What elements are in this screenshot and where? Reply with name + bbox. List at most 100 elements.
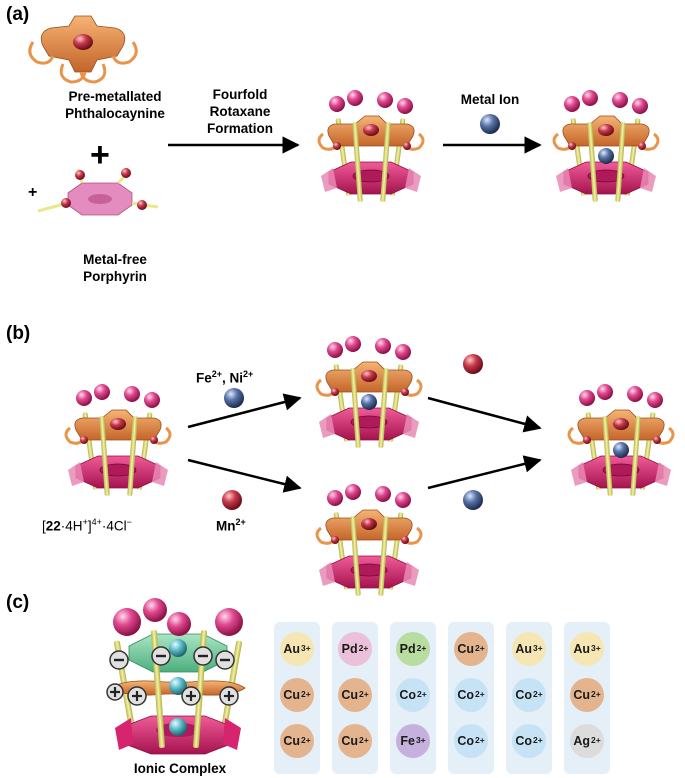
ion-element: Au [573, 642, 590, 656]
porphyrin-label-line2: Porphyrin [83, 269, 147, 284]
ion-charge: 2+ [416, 689, 427, 699]
ion-charge: 2+ [358, 689, 369, 699]
sc-sup1: + [82, 517, 88, 527]
rotaxane-a-product [552, 88, 660, 204]
ion-charge: 2+ [300, 735, 311, 745]
sc-sup2: 4+ [91, 517, 102, 527]
arrow-b-lower-left [187, 458, 302, 493]
ion-element: Co [457, 688, 474, 702]
ion-ball-fe-ni [224, 388, 244, 408]
rotaxane-b-lower [315, 482, 423, 598]
ion-charge: 2+ [474, 735, 485, 745]
sc-number: 22 [45, 518, 61, 534]
rotaxane-a-product-ion [598, 148, 614, 164]
mn-charge: 2+ [235, 517, 246, 527]
start-compound-label: [22·4H+]4+·4Cl− [42, 514, 132, 535]
ion-charge: 2+ [358, 735, 369, 745]
metal-ion-ball-a [480, 114, 500, 134]
arrow-b-lower-right [427, 455, 542, 490]
ion-charge: 3+ [300, 643, 311, 653]
ion-charge: 2+ [532, 735, 543, 745]
ionic-complex-label: Ionic Complex [133, 761, 227, 776]
ion-charge: 2+ [474, 689, 485, 699]
ion-charge: 2+ [532, 689, 543, 699]
rotaxane-formation-line1: Fourfold [212, 87, 268, 102]
fe-ni-label: Fe2+, Ni2+ [196, 366, 253, 387]
ion-charge: 2+ [300, 689, 311, 699]
ion-charge: 3+ [415, 735, 426, 745]
ion-element: Au [515, 642, 532, 656]
sc-post: ·4Cl [101, 518, 127, 534]
rotaxane-formation-line3: Formation [207, 121, 273, 136]
ion-element: Cu [341, 688, 358, 702]
ion-charge: 2+ [590, 735, 601, 745]
ni-text: , Ni [222, 370, 244, 386]
rotaxane-formation-label: Fourfold Rotaxane Formation [180, 86, 300, 137]
fe-charge: 2+ [211, 369, 223, 379]
panel-label-b: (b) [6, 323, 31, 344]
rotaxane-b-upper [315, 334, 423, 450]
phthalocyanine-label: Pre-metallated Phthalocaynine [40, 88, 190, 122]
ion-charge: 2+ [358, 643, 369, 653]
sc-bracket: [ [42, 518, 46, 534]
sc-mid: ·4H [60, 518, 83, 534]
ion-element: Co [457, 734, 474, 748]
arrow-b-upper-right [427, 396, 542, 433]
porphyrin-label: Metal-free Porphyrin [40, 251, 190, 285]
ion-element: Cu [457, 642, 474, 656]
ion-element: Cu [283, 734, 300, 748]
ion-ball-lower-right [463, 490, 483, 510]
panel-label-a: (a) [6, 4, 30, 25]
ion-element: Cu [573, 688, 590, 702]
rotaxane-b-upper-ion [361, 394, 377, 410]
ion-element: Co [399, 688, 416, 702]
rotaxane-b-start [64, 382, 172, 498]
porphyrin-molecule [37, 168, 159, 216]
sc-sup3: − [126, 517, 132, 527]
mn-text: Mn [216, 518, 236, 534]
rotaxane-b-lower-ion [363, 518, 375, 530]
rotaxane-b-product-ion [613, 442, 629, 458]
ion-charge: 2+ [416, 643, 427, 653]
porphyrin-label-line1: Metal-free [83, 252, 147, 267]
mn-label: Mn2+ [216, 514, 246, 535]
panel-label-c: (c) [6, 592, 30, 613]
arrow-b-upper-left [187, 393, 302, 429]
ion-charge: 3+ [590, 643, 601, 653]
ni-charge: 2+ [243, 369, 254, 379]
ion-element: Pd [341, 642, 358, 656]
ion-element: Ag [573, 734, 590, 748]
ion-charge: 3+ [532, 643, 543, 653]
phthalocyanine-label-line1: Pre-metallated [68, 89, 162, 104]
ion-element: Fe [400, 734, 415, 748]
ion-charge: 2+ [590, 689, 601, 699]
ion-element: Cu [341, 734, 358, 748]
rotaxane-a-intermediate [317, 88, 425, 204]
ion-element: Cu [283, 688, 300, 702]
ion-element: Pd [399, 642, 416, 656]
metal-ion-label: Metal Ion [460, 92, 520, 107]
ion-element: Co [515, 688, 532, 702]
rotaxane-b-product [567, 382, 675, 498]
porphyrin-charge: + [28, 184, 38, 201]
ion-ball-upper-right [463, 354, 483, 374]
rotaxane-formation-line2: Rotaxane [209, 104, 271, 119]
sc-close: ] [87, 518, 92, 534]
ionic-complex-molecule [106, 598, 246, 755]
